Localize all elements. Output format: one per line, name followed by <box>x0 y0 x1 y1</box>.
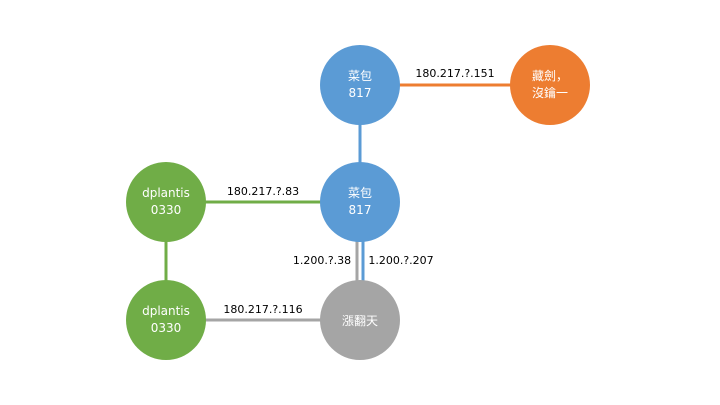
node-dplantis-top: dplantis 0330 <box>126 162 206 242</box>
node-dplantis-bottom: dplantis 0330 <box>126 280 206 360</box>
edge-label-dplantis-caibao-mid: 180.217.?.83 <box>227 185 299 198</box>
node-caibao-mid: 菜包 817 <box>320 162 400 242</box>
node-dplantis-bottom-line1: dplantis <box>142 304 190 318</box>
node-cangjian: 藏劍， 沒鑰一 <box>510 45 590 125</box>
node-dplantis-top-line2: 0330 <box>151 203 182 217</box>
node-zhangfantian: 漲翻天 <box>320 280 400 360</box>
node-dplantis-top-line1: dplantis <box>142 186 190 200</box>
node-cangjian-line1: 藏劍， <box>532 68 568 83</box>
node-zhangfantian-line1: 漲翻天 <box>342 314 378 328</box>
node-caibao-top-line1: 菜包 <box>348 69 372 83</box>
edge-label-zhangfantian-caibao-right: 1.200.?.207 <box>368 254 433 267</box>
node-caibao-mid-line2: 817 <box>349 203 372 217</box>
edge-label-caibao-top-cangjian: 180.217.?.151 <box>415 67 494 80</box>
node-caibao-top-line2: 817 <box>349 86 372 100</box>
edge-label-zhangfantian-caibao-left: 1.200.?.38 <box>293 254 351 267</box>
edge-label-dplantis-zhangfantian: 180.217.?.116 <box>223 303 302 316</box>
node-caibao-mid-line1: 菜包 <box>348 186 372 200</box>
node-dplantis-bottom-line2: 0330 <box>151 321 182 335</box>
node-cangjian-line2: 沒鑰一 <box>532 85 568 100</box>
node-caibao-top: 菜包 817 <box>320 45 400 125</box>
